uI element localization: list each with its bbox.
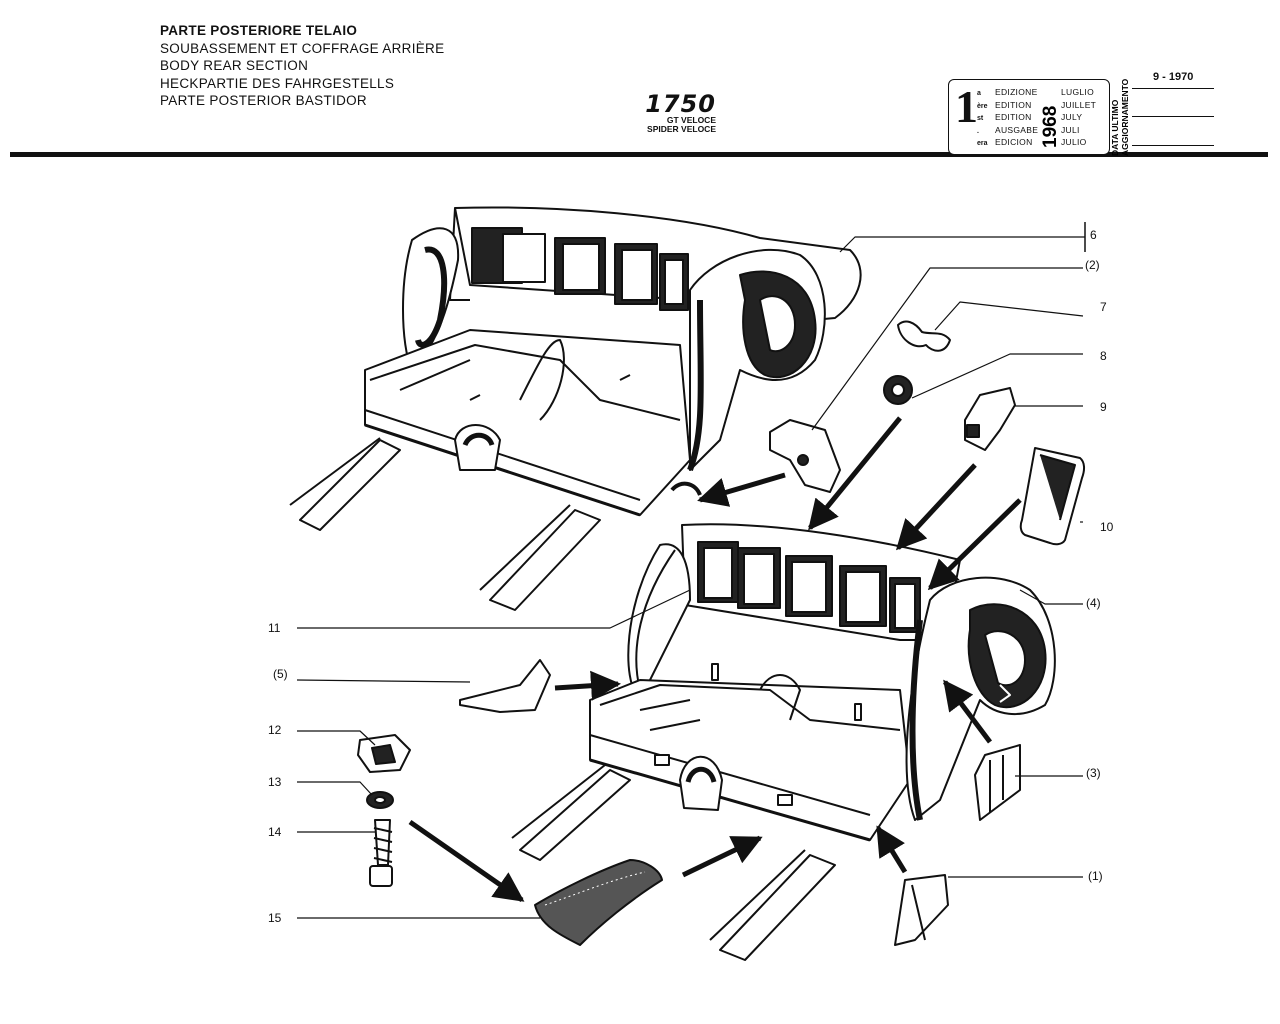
upper-assembly (289, 206, 862, 611)
svg-text:DATA ULTIMO: DATA ULTIMO (1110, 99, 1120, 156)
title-spanish: PARTE POSTERIOR BASTIDOR (160, 93, 367, 108)
assembly-arrows (408, 416, 1022, 903)
leader-lines (296, 222, 1086, 919)
update-line-2 (1132, 116, 1214, 117)
callout-13: 13 (268, 775, 282, 789)
edition-box: 1 a ère st . era EDIZIONE EDITION EDITIO… (948, 79, 1110, 155)
callout-9: 9 (1100, 400, 1107, 414)
lower-assembly (511, 523, 1056, 961)
title-french: SOUBASSEMENT ET COFFRAGE ARRIÈRE (160, 40, 445, 56)
update-line-3 (1132, 145, 1214, 146)
callout-3: (3) (1086, 766, 1101, 780)
update-line-1 (1132, 88, 1214, 89)
update-date: 9 - 1970 (1153, 71, 1194, 83)
variant-spider: SPIDER VELOCE (647, 124, 716, 134)
edition-months: LUGLIO JUILLET JULY JULI JULIO (1061, 87, 1097, 147)
part-1-bracket (894, 874, 949, 946)
callout-1: (1) (1088, 869, 1103, 883)
edition-number: 1 (955, 81, 978, 132)
title-german: HECKPARTIE DES FAHRGESTELLS (160, 75, 395, 91)
title-block: PARTE POSTERIORE TELAIO SOUBASSEMENT ET … (160, 22, 444, 110)
part-7-wing-nut (897, 320, 951, 352)
part-3-gusset (974, 744, 1021, 821)
title-english: BODY REAR SECTION (160, 58, 309, 73)
svg-text:1968: 1968 (1041, 106, 1059, 148)
model-block: 1750 GT VELOCE SPIDER VELOCE (632, 92, 716, 134)
callout-10: 10 (1100, 520, 1114, 534)
callout-7: 7 (1100, 300, 1107, 314)
part-5-plate (459, 659, 551, 713)
svg-text:AGGIORNAMENTO: AGGIORNAMENTO (1120, 78, 1130, 156)
title-italian: PARTE POSTERIORE TELAIO (160, 23, 358, 38)
part-9-hinge (964, 387, 1016, 451)
part-15-reinforcement (534, 859, 663, 946)
variant-gt: GT VELOCE (666, 115, 716, 125)
callout-12: 12 (268, 723, 282, 737)
callout-2: (2) (1085, 258, 1100, 272)
update-label: DATA ULTIMO AGGIORNAMENTO (1110, 78, 1130, 156)
edition-suffixes: a ère st . era (977, 90, 988, 147)
edition-year: 1968 (1041, 106, 1059, 148)
callout-6: 6 (1090, 228, 1097, 242)
callout-15: 15 (268, 911, 282, 925)
callout-4: (4) (1086, 596, 1101, 610)
callout-11: 11 (268, 621, 281, 635)
loose-parts (357, 320, 1086, 946)
edition-words: EDIZIONE EDITION EDITION AUSGABE EDICION (995, 87, 1039, 147)
callout-8: 8 (1100, 349, 1107, 363)
callout-5: (5) (273, 667, 288, 681)
header-rule (10, 152, 1268, 157)
callout-14: 14 (268, 825, 282, 839)
model-number: 1750 (645, 90, 716, 118)
